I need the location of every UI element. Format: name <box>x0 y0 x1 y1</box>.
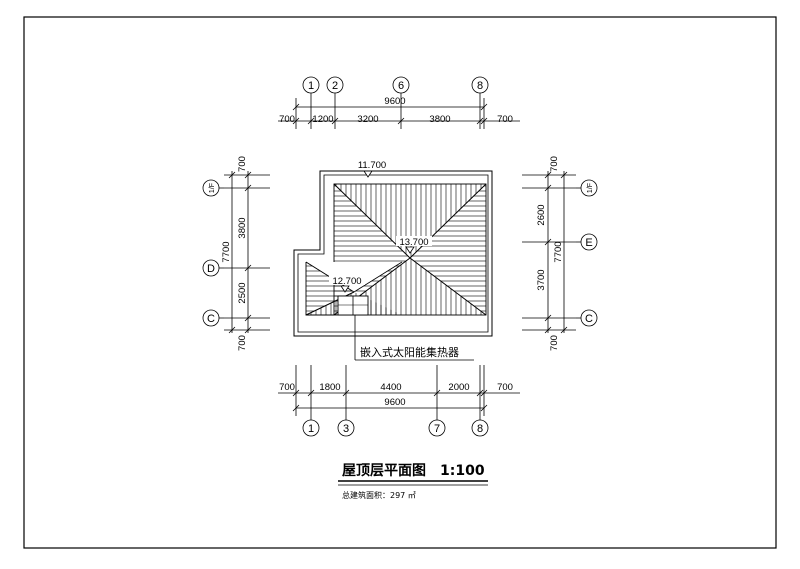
axis-bubble: C <box>202 309 224 327</box>
top-segment-dimension: 3800 <box>429 114 450 125</box>
elevation-marker <box>340 285 350 293</box>
axis-bubble: D <box>202 259 224 277</box>
svg-text:3: 3 <box>343 423 349 435</box>
drawing-title: 屋顶层平面图 <box>342 463 426 479</box>
top-segment-dimension: 700 <box>497 114 513 125</box>
right-segment-dimension: 3700 <box>536 269 547 290</box>
svg-text:6: 6 <box>398 80 404 92</box>
drawing-scale: 1:100 <box>440 463 485 479</box>
top-dimension-group: 9600 700 1200 3200 3800 700 1 2 6 8 <box>278 76 520 129</box>
left-total-dimension: 7700 <box>221 241 232 262</box>
top-segment-dimension: 3200 <box>357 114 378 125</box>
axis-bubble: C <box>576 309 598 327</box>
right-segment-dimension: 700 <box>549 335 560 351</box>
axis-bubble: 1 <box>302 76 320 98</box>
axis-bubble: E <box>576 233 598 251</box>
axis-bubble: 7 <box>428 416 446 437</box>
svg-text:1/F: 1/F <box>209 183 216 193</box>
svg-text:C: C <box>585 313 593 325</box>
top-segment-dimension: 1200 <box>312 114 333 125</box>
axis-bubble: 6 <box>392 76 410 98</box>
bottom-total-dimension: 9600 <box>384 397 405 408</box>
title-block: 屋顶层平面图 1:100 总建筑面积：297 ㎡ <box>338 463 488 500</box>
right-dimension-group: 700 2600 7700 3700 700 1/F E C <box>522 156 598 351</box>
bottom-segment-dimension: 700 <box>279 382 295 393</box>
svg-text:8: 8 <box>477 423 483 435</box>
bottom-segment-dimension: 700 <box>497 382 513 393</box>
left-dimension-group: 700 3800 7700 2500 700 1/F D C <box>202 156 270 351</box>
elevation-marker <box>405 246 415 254</box>
svg-text:E: E <box>585 237 592 249</box>
svg-text:1: 1 <box>308 80 314 92</box>
svg-text:7: 7 <box>434 423 440 435</box>
solar-collector-note: 嵌入式太阳能集热器 <box>360 345 459 359</box>
axis-bubble: 8 <box>471 416 489 437</box>
svg-text:C: C <box>207 313 215 325</box>
elevation-marker <box>363 170 373 178</box>
total-area-label: 总建筑面积：297 ㎡ <box>342 490 416 500</box>
axis-bubble: 1 <box>302 416 320 437</box>
axis-bubble: 2 <box>326 76 344 98</box>
axis-bubble: 1/F <box>576 179 598 197</box>
svg-text:D: D <box>207 263 215 275</box>
right-total-dimension: 7700 <box>553 241 564 262</box>
top-segment-dimension: 700 <box>279 114 295 125</box>
roof-outer-outline <box>293 170 493 337</box>
svg-text:1/F: 1/F <box>587 183 594 193</box>
solar-collector <box>337 295 369 316</box>
left-segment-dimension: 700 <box>237 156 248 172</box>
sheet-border <box>23 16 777 549</box>
bottom-segment-dimension: 2000 <box>448 382 469 393</box>
svg-text:1: 1 <box>308 423 314 435</box>
axis-bubble: 1/F <box>202 179 224 197</box>
right-segment-dimension: 700 <box>549 156 560 172</box>
top-total-dimension: 9600 <box>384 96 405 107</box>
left-segment-dimension: 2500 <box>237 282 248 303</box>
elevation-eave: 11.700 <box>358 160 386 171</box>
svg-text:8: 8 <box>477 80 483 92</box>
right-segment-dimension: 2600 <box>536 204 547 225</box>
left-segment-dimension: 3800 <box>237 217 248 238</box>
axis-bubble: 3 <box>337 416 355 437</box>
bottom-dimension-group: 700 1800 4400 2000 700 9600 1 3 7 8 <box>278 365 520 437</box>
elevation-ridge-main: 13.700 <box>399 237 428 248</box>
left-segment-dimension: 700 <box>237 335 248 351</box>
elevation-ridge-low: 12.700 <box>332 276 361 287</box>
roof-plan: 11.700 13.700 12.700 嵌入式太阳能集热器 <box>293 160 493 361</box>
bottom-segment-dimension: 4400 <box>380 382 401 393</box>
roof-inner-outline <box>297 174 489 333</box>
bottom-segment-dimension: 1800 <box>319 382 340 393</box>
axis-bubble: 8 <box>471 76 489 98</box>
svg-text:2: 2 <box>332 80 338 92</box>
